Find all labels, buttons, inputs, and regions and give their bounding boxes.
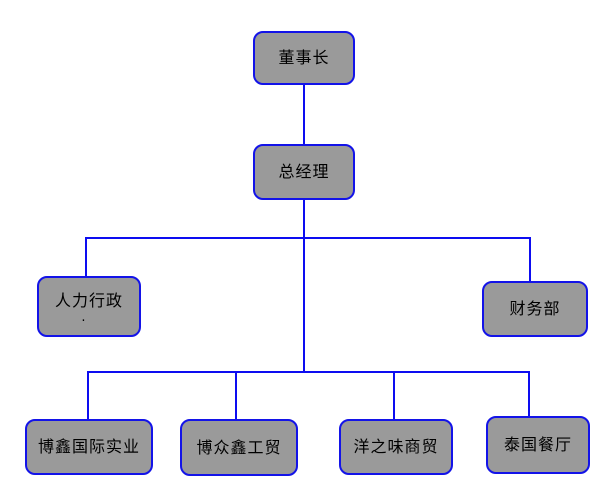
connector-level4-horizontal — [87, 371, 530, 373]
connector-level3-horizontal — [85, 237, 531, 239]
org-node-boxin-international-label: 博鑫国际实业 — [37, 437, 140, 457]
org-node-chairman-label: 董事长 — [278, 48, 330, 68]
org-node-thai-restaurant-label: 泰国餐厅 — [503, 435, 572, 455]
connector-drop-boxin — [87, 371, 89, 419]
connector-drop-yangzhiwei — [393, 371, 395, 419]
org-node-general-manager: 总经理 — [253, 144, 355, 200]
connector-gm-trunk — [303, 200, 305, 373]
org-node-yangzhiwei-trade-label: 洋之味商贸 — [353, 437, 439, 457]
org-node-hr-admin-label: 人力行政 — [54, 290, 123, 310]
org-node-finance-dept: 财务部 — [482, 281, 588, 337]
connector-drop-finance — [529, 237, 531, 281]
org-node-chairman: 董事长 — [253, 31, 355, 85]
org-node-boxin-international: 博鑫国际实业 — [25, 419, 153, 475]
org-node-finance-dept-label: 财务部 — [509, 299, 561, 319]
connector-chairman-to-gm — [303, 85, 305, 144]
connector-drop-bozhongxin — [235, 371, 237, 419]
org-node-hr-admin-note: . — [81, 310, 87, 326]
connector-drop-thai-restaurant — [528, 371, 530, 416]
connector-drop-hr-admin — [85, 237, 87, 276]
org-node-bozhongxin-trade: 博众鑫工贸 — [180, 419, 298, 476]
org-node-yangzhiwei-trade: 洋之味商贸 — [339, 419, 453, 475]
org-node-general-manager-label: 总经理 — [278, 162, 330, 182]
org-node-bozhongxin-trade-label: 博众鑫工贸 — [196, 437, 282, 457]
org-node-thai-restaurant: 泰国餐厅 — [486, 416, 590, 474]
org-node-hr-admin: 人力行政 . — [37, 276, 141, 337]
